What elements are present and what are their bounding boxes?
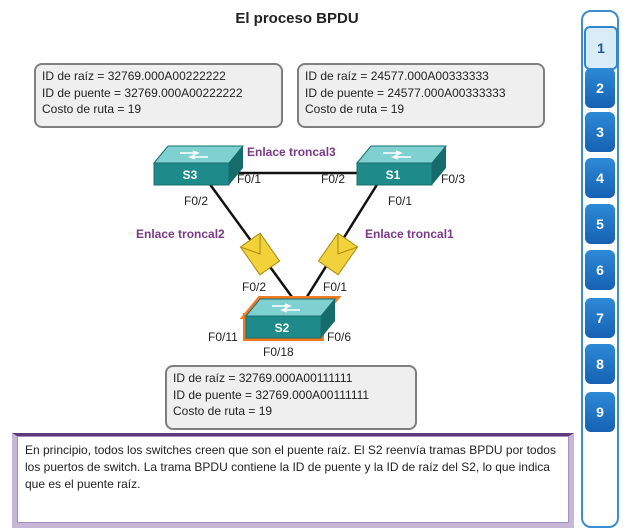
step-8-button[interactable]: 8: [585, 344, 615, 384]
step-2-button[interactable]: 2: [585, 68, 615, 108]
s2-root-id: ID de raíz = 32769.000A00111111: [173, 371, 353, 385]
switch-s3-label: S3: [182, 168, 198, 182]
port-label: F0/18: [263, 345, 294, 359]
trunk1-label: Enlace troncal1: [365, 227, 454, 241]
switch-s3-icon: [152, 145, 245, 186]
port-label: F0/11: [208, 330, 238, 344]
s1-bridge-id: ID de puente = 24577.000A00333333: [305, 85, 506, 100]
switch-s1-label: S1: [385, 168, 401, 182]
switch-s2-label: S2: [274, 321, 290, 335]
trunk2-label: Enlace troncal2: [136, 227, 225, 241]
narration-text: En principio, todos los switches creen q…: [25, 443, 556, 491]
page-title: El proceso BPDU: [235, 10, 359, 27]
trunk3-label: Enlace troncal3: [247, 145, 336, 159]
switch-s1-icon: [355, 145, 448, 186]
step-3-button[interactable]: 3: [585, 112, 615, 152]
s2-bridge-id: ID de puente = 32769.000A00111111: [173, 387, 370, 402]
step-navigation: 1 2 3 4 5 6 7 8 9: [581, 10, 623, 528]
topology-diagram: [152, 145, 448, 341]
port-label: F0/6: [327, 330, 352, 344]
port-label: F0/2: [184, 194, 209, 208]
step-5-button[interactable]: 5: [585, 204, 615, 244]
step-4-button[interactable]: 4: [585, 158, 615, 198]
step-1-button[interactable]: 1: [584, 26, 618, 70]
s3-root-id: ID de raíz = 32769.000A00222222: [42, 69, 226, 83]
step-9-button[interactable]: 9: [585, 392, 615, 432]
s1-root-id: ID de raíz = 24577.000A00333333: [305, 69, 489, 83]
s1-info-box: ID de raíz = 24577.000A00333333 ID de pu…: [297, 63, 545, 128]
port-label: F0/1: [388, 194, 413, 208]
s2-info-box: ID de raíz = 32769.000A00111111 ID de pu…: [165, 365, 417, 430]
narration-panel: En principio, todos los switches creen q…: [12, 433, 574, 528]
port-label: F0/2: [242, 280, 267, 294]
bpdu-envelope-icon: [317, 232, 359, 276]
step-7-button[interactable]: 7: [585, 298, 615, 338]
bpdu-envelope-icon: [239, 232, 281, 276]
s1-path-cost: Costo de ruta = 19: [305, 102, 405, 116]
s2-path-cost: Costo de ruta = 19: [173, 404, 273, 418]
port-label: F0/1: [323, 280, 348, 294]
port-label: F0/1: [237, 172, 262, 186]
step-6-button[interactable]: 6: [585, 250, 615, 290]
s3-path-cost: Costo de ruta = 19: [42, 102, 142, 116]
s3-info-box: ID de raíz = 32769.000A00222222 ID de pu…: [34, 63, 283, 128]
port-label: F0/3: [441, 172, 466, 186]
port-label: F0/2: [321, 172, 346, 186]
s3-bridge-id: ID de puente = 32769.000A00222222: [42, 85, 243, 100]
switch-s2-icon: [239, 296, 342, 341]
